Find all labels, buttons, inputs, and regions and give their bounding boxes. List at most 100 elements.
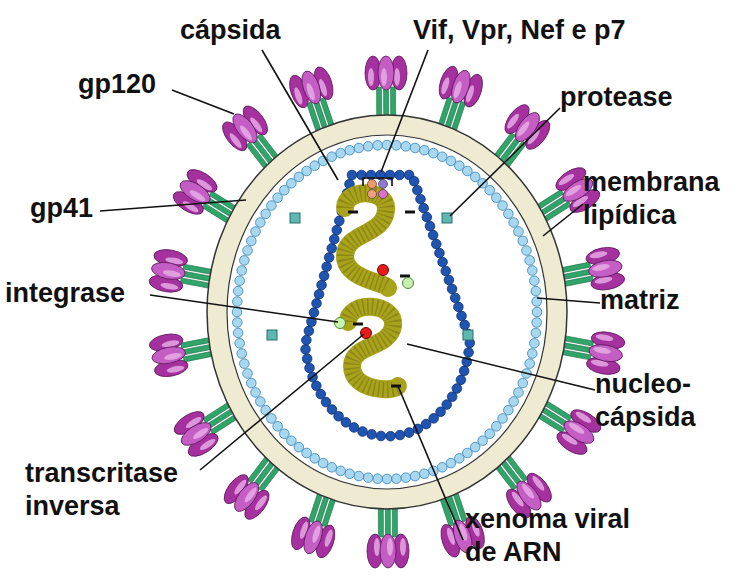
part-label: gp120 xyxy=(78,68,156,101)
gp120-highlight xyxy=(191,426,209,441)
matrix-bead xyxy=(240,359,250,369)
matrix-bead xyxy=(373,474,383,484)
matrix-bead xyxy=(518,236,528,246)
leader-line xyxy=(150,295,338,322)
gp120-highlight xyxy=(188,188,206,203)
capsid-bead xyxy=(435,248,445,258)
matrix-layer xyxy=(232,140,542,484)
capsid-bead xyxy=(447,284,457,294)
matrix-bead xyxy=(492,422,502,432)
capsid-bead xyxy=(456,375,466,385)
gp120-highlight xyxy=(166,365,185,374)
capsid-bead xyxy=(416,194,426,204)
gp120-lobe xyxy=(587,342,623,364)
capsid-bead xyxy=(347,170,357,180)
capsid-bead xyxy=(419,203,429,213)
matrix-bead xyxy=(498,201,508,211)
gp120-highlight xyxy=(387,538,393,556)
gp120-lobe xyxy=(587,258,623,280)
matrix-bead xyxy=(273,193,283,203)
enzyme-dot xyxy=(378,265,389,276)
matrix-bead xyxy=(437,462,447,472)
matrix-bead xyxy=(509,218,519,228)
nucleocapsid-mark xyxy=(353,323,363,326)
gp120-highlight xyxy=(311,525,322,544)
nucleocapsid-mark xyxy=(405,211,415,214)
matrix-bead xyxy=(363,473,373,483)
gp120-highlight xyxy=(243,486,259,504)
matrix-bead xyxy=(446,458,456,468)
part-label: matriz xyxy=(600,284,680,317)
matrix-bead xyxy=(527,266,537,276)
leader-line xyxy=(407,344,595,390)
enzyme-dot xyxy=(361,328,372,339)
capsid-bead xyxy=(395,170,405,180)
part-label: transcritase inversa xyxy=(25,457,225,523)
gp120-lobe xyxy=(150,260,186,282)
capsid-bead xyxy=(317,280,327,290)
matrix-bead xyxy=(504,209,514,219)
matrix-bead xyxy=(267,201,277,211)
leader-line xyxy=(200,334,364,470)
capsid-bead xyxy=(329,234,339,244)
part-label: membrana lipídica xyxy=(583,166,750,232)
rna-texture xyxy=(348,307,398,390)
matrix-bead xyxy=(246,236,256,246)
matrix-bead xyxy=(531,286,541,296)
spike-layer xyxy=(148,56,627,568)
matrix-bead xyxy=(256,218,266,228)
matrix-bead xyxy=(410,143,420,153)
matrix-bead xyxy=(509,397,519,407)
leader-line xyxy=(537,298,600,303)
lipid-membrane xyxy=(207,115,567,509)
gp120-highlight xyxy=(162,269,181,278)
matrix-bead xyxy=(232,297,242,307)
gp120-lobe xyxy=(178,418,215,450)
matrix-bead xyxy=(327,152,337,162)
matrix-bead xyxy=(280,429,290,439)
gp120-highlight xyxy=(589,250,608,259)
matrix-bead xyxy=(518,378,528,388)
matrix-bead xyxy=(237,349,247,359)
matrix-bead xyxy=(420,469,430,479)
gp120-highlight xyxy=(593,346,612,355)
part-label: protease xyxy=(560,81,673,114)
matrix-bead xyxy=(522,246,532,256)
matrix-bead xyxy=(363,142,373,152)
rna-layer xyxy=(345,193,398,389)
capsid-bead xyxy=(425,221,435,231)
matrix-bead xyxy=(498,414,508,424)
gp120-highlight xyxy=(567,421,585,436)
leader-line xyxy=(398,386,463,540)
matrix-bead xyxy=(429,148,439,158)
matrix-bead xyxy=(273,422,283,432)
capsid-bead xyxy=(305,363,315,373)
matrix-bead xyxy=(401,142,411,152)
matrix-bead xyxy=(525,256,535,266)
matrix-bead xyxy=(310,161,320,171)
leader-line xyxy=(262,50,338,180)
membrane-inner-edge xyxy=(227,135,547,489)
protease-mark xyxy=(267,330,277,340)
gp120-highlight xyxy=(452,80,463,99)
part-label: Vif, Vpr, Nef e p7 xyxy=(413,14,626,47)
capsid-bead xyxy=(332,225,342,235)
capsid-bead xyxy=(459,366,469,376)
gp120-lobe xyxy=(300,519,326,556)
accessory-protein xyxy=(368,180,377,189)
capsid-bead xyxy=(358,427,368,437)
matrix-bead xyxy=(261,209,271,219)
matrix-bead xyxy=(240,256,250,266)
gp120-highlight xyxy=(400,538,406,556)
matrix-bead xyxy=(345,145,355,155)
matrix-bead xyxy=(354,471,364,481)
matrix-bead xyxy=(232,318,242,328)
nucleocapsid-mark xyxy=(391,385,401,388)
matrix-bead xyxy=(251,388,261,398)
gp120-highlight xyxy=(293,86,304,105)
gp120-highlight xyxy=(368,68,374,86)
capsid-bead xyxy=(322,262,332,272)
accessory-protein xyxy=(379,180,388,189)
gp120-lobe xyxy=(298,69,324,106)
